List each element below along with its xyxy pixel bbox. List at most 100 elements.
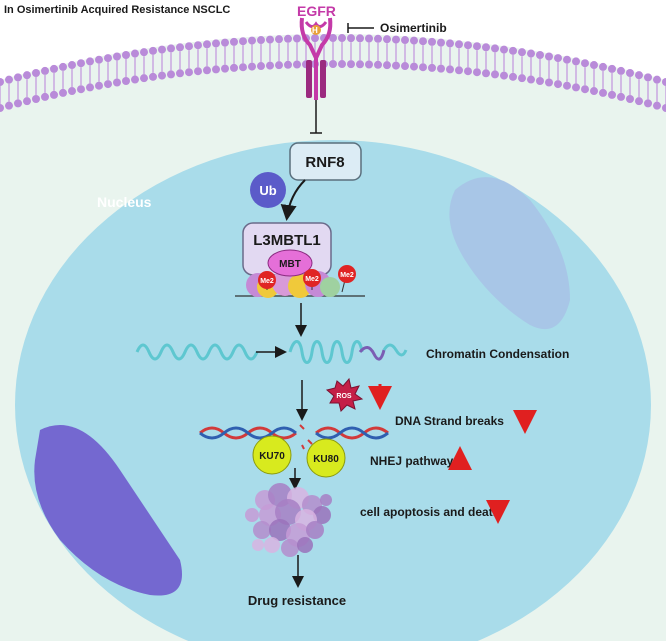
lipid-head: [473, 42, 481, 51]
lipid-head: [77, 59, 85, 68]
lipid-head: [158, 71, 166, 80]
lipid-head: [95, 81, 103, 90]
lipid-head: [239, 37, 247, 46]
mbt-label: MBT: [279, 259, 301, 270]
lipid-head: [77, 85, 85, 94]
lipid-head: [590, 87, 598, 96]
lipid-head: [50, 90, 58, 99]
me2-mark: Me2: [303, 269, 321, 290]
lipid-head: [572, 83, 580, 92]
lipid-head: [653, 75, 661, 84]
lipid-head: [140, 74, 148, 83]
lipid-head: [581, 85, 589, 94]
lipid-head: [221, 38, 229, 47]
lipid-head: [365, 34, 373, 43]
lipid-head: [374, 60, 382, 69]
condensed-chromatin: [288, 340, 408, 364]
lipid-head: [149, 46, 157, 55]
lipid-head: [176, 43, 184, 52]
lipid-head: [59, 62, 67, 71]
lipid-head: [50, 64, 58, 73]
lipid-head: [455, 40, 463, 49]
lipid-head: [230, 63, 238, 72]
lipid-head: [617, 66, 625, 75]
lipid-head: [311, 34, 319, 43]
lipid-head: [356, 34, 364, 43]
mitochondrion: [34, 425, 183, 596]
me2-mark: Me2: [338, 265, 356, 293]
lipid-head: [176, 69, 184, 78]
lipid-head: [86, 83, 94, 92]
mbt-domain: [267, 249, 313, 277]
lipid-head: [473, 68, 481, 77]
lipid-head: [383, 61, 391, 70]
lipid-head: [212, 39, 220, 48]
lipid-head: [446, 39, 454, 48]
lipid-head: [509, 46, 517, 55]
lipid-head: [662, 104, 666, 112]
drug-resistance-label: Drug resistance: [248, 593, 346, 608]
lipid-head: [428, 63, 436, 72]
lipid-head: [419, 37, 427, 46]
lipid-head: [293, 34, 301, 43]
lipid-head: [131, 49, 139, 58]
apoptotic-fragment: [281, 539, 299, 557]
apoptotic-fragment: [264, 537, 280, 553]
egfr-receptor: EGFR H: [297, 3, 336, 100]
lipid-head: [527, 49, 535, 58]
ku70-label: KU70: [259, 451, 285, 462]
lipid-head: [5, 101, 13, 110]
lipid-head: [347, 60, 355, 69]
lipid-head: [293, 60, 301, 69]
ros-label: ROS: [336, 393, 352, 400]
rnf8-label: RNF8: [305, 154, 344, 171]
lipid-head: [365, 60, 373, 69]
lipid-head: [599, 88, 607, 97]
apoptosis-label: cell apoptosis and death: [360, 505, 500, 519]
lipid-head: [518, 48, 526, 57]
lipid-head: [599, 62, 607, 71]
lipid-head: [482, 69, 490, 78]
lipid-head: [338, 60, 346, 69]
egfr-domain-label: H: [312, 26, 318, 35]
lipid-head: [158, 45, 166, 54]
lipid-head: [194, 41, 202, 50]
lipid-head: [5, 75, 13, 84]
lipid-head: [122, 51, 130, 60]
lipid-head: [95, 55, 103, 64]
ubiquitin-node: Ub: [250, 172, 286, 208]
egfr-label: EGFR: [297, 3, 336, 19]
lipid-head: [221, 64, 229, 73]
lipid-head: [509, 72, 517, 81]
lipid-head: [563, 55, 571, 64]
lipid-head: [428, 37, 436, 46]
lipid-head: [536, 77, 544, 86]
nucleus-label: Nucleus: [97, 194, 152, 210]
lipid-head: [545, 52, 553, 61]
me2-label: Me2: [260, 278, 274, 285]
lipid-head: [329, 34, 337, 42]
lipid-head: [122, 77, 130, 86]
lipid-head: [563, 81, 571, 90]
lipid-head: [0, 104, 4, 112]
lipid-head: [644, 99, 652, 108]
lipid-head: [140, 48, 148, 57]
apoptotic-fragment: [252, 539, 264, 551]
apoptotic-fragment: [269, 519, 291, 541]
lipid-head: [41, 92, 49, 101]
lipid-head: [500, 71, 508, 80]
lipid-head: [68, 87, 76, 96]
lipid-head: [104, 54, 112, 63]
lipid-head: [257, 36, 265, 45]
osimertinib-inhibition: Osimertinib: [347, 21, 447, 35]
me2-label: Me2: [340, 272, 354, 279]
chromatin-condensation-label: Chromatin Condensation: [426, 347, 569, 361]
lipid-head: [167, 70, 175, 79]
lipid-head: [104, 80, 112, 89]
lipid-head: [338, 34, 346, 43]
lipid-head: [185, 68, 193, 77]
lipid-head: [59, 88, 67, 97]
lipid-head: [32, 95, 40, 104]
lipid-head: [419, 63, 427, 72]
